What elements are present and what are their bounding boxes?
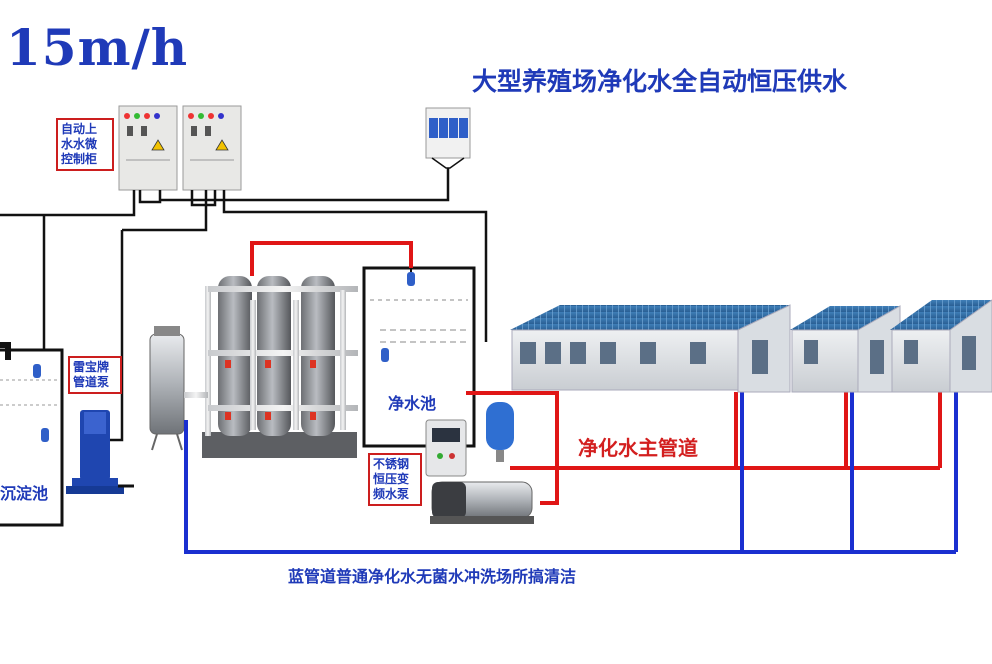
farm-building-3 — [890, 299, 992, 393]
blue-pipes — [184, 392, 958, 554]
main-pipe-label: 净化水主管道 — [578, 436, 698, 460]
control-cabinet-2 — [182, 105, 242, 191]
clean-pool-label: 净水池 — [388, 394, 437, 413]
flow-rate-heading: 15m/h — [6, 18, 189, 77]
blue-pipe-note: 蓝管道普通净化水无菌水冲洗场所搞清洁 — [288, 567, 577, 586]
farm-building-1 — [510, 304, 791, 393]
pipe-pump — [0, 342, 134, 494]
control-wiring — [0, 168, 488, 442]
circuit-breaker — [425, 107, 471, 169]
control-cabinet-1 — [118, 105, 178, 191]
page-title: 大型养殖场净化水全自动恒压供水 — [472, 67, 848, 96]
booster-pump — [425, 402, 534, 524]
sedimentation-pool — [0, 348, 64, 527]
clean-water-pool — [362, 262, 476, 448]
sedimentation-pool-label: 沉淀池 — [0, 484, 49, 503]
pipe-pump-label: 雷宝牌 管道泵 — [68, 356, 122, 394]
red-pipes — [250, 241, 942, 505]
pre-filter — [149, 326, 185, 451]
booster-pump-label: 不锈钢 恒压变 频水泵 — [368, 453, 422, 506]
farm-building-2 — [790, 305, 901, 393]
filtration-tanks — [184, 276, 358, 458]
controller-label: 自动上 水水微 控制柜 — [56, 118, 114, 171]
